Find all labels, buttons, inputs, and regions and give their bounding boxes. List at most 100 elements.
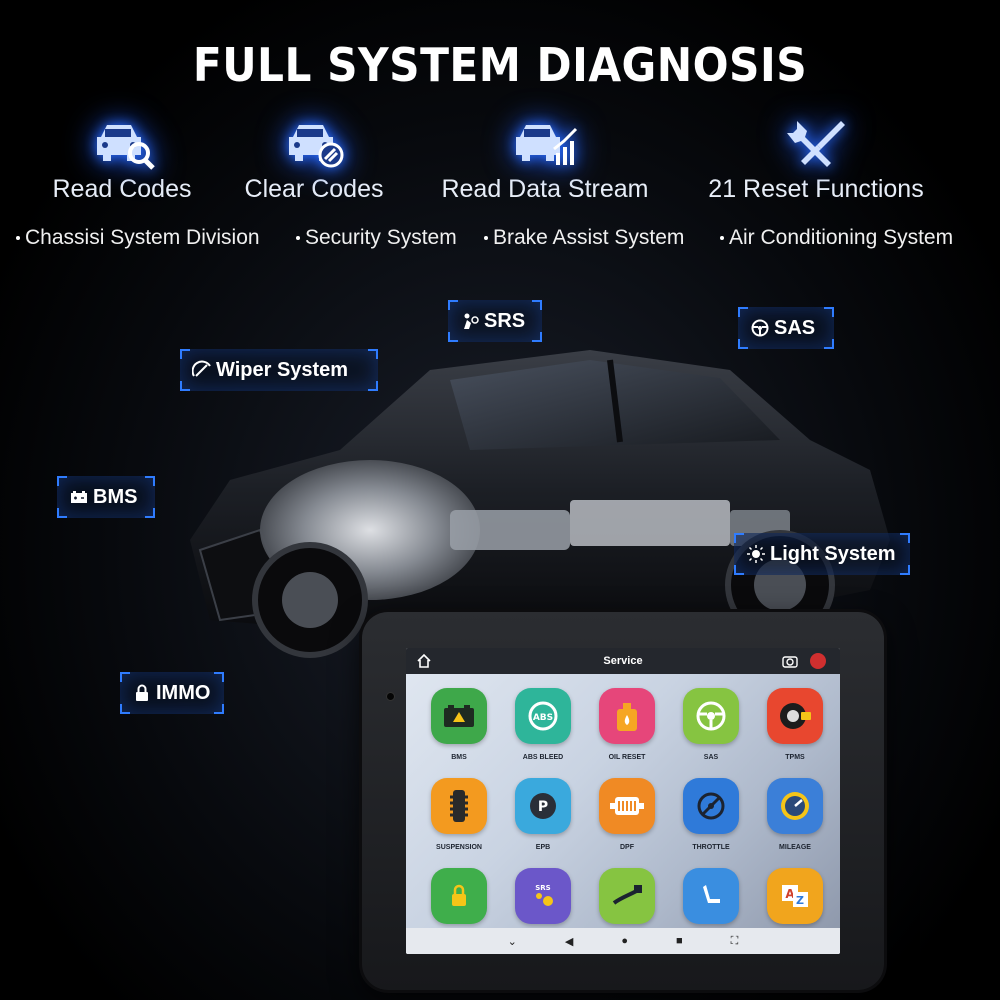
app-label: EPB [535,844,551,851]
tag-label: SRS [484,309,526,332]
svg-text:SRS: SRS [535,884,550,892]
battery-icon [431,688,487,744]
abs-icon: ABS [515,688,571,744]
home-icon[interactable] [416,653,432,669]
airbag-icon [464,313,479,329]
feature-label: Read Data Stream [441,175,649,203]
tag-srs: SRS [448,300,542,342]
front-camera [386,692,395,701]
system-item: Air Conditioning System [720,226,953,250]
tablet-top-bar: Service [406,648,840,674]
vci-link-icon[interactable] [810,653,826,669]
feature-clear-codes: Clear Codes [240,115,388,204]
feature-label: 21 Reset Functions [708,175,924,203]
app-seat[interactable] [680,868,742,924]
app-label: THROTTLE [692,844,730,851]
svg-text:ABS: ABS [533,713,553,723]
svg-text:Z: Z [796,894,804,907]
screen-title: Service [603,655,643,667]
tire-icon [767,688,823,744]
system-label: Chassisi System Division [25,226,260,249]
feature-read-data-stream: Read Data Stream [432,115,658,204]
system-label: Air Conditioning System [729,226,954,249]
steering-wheel-icon [683,688,739,744]
feature-reset-functions: 21 Reset Functions [700,115,932,204]
app-fuel[interactable] [596,868,658,924]
tag-light-system: Light System [734,533,910,575]
dpf-filter-icon [599,778,655,834]
systems-list: Chassisi System Division Security System… [0,226,1000,256]
bullet-icon [484,236,488,241]
fuel-nozzle-icon [599,868,655,924]
feature-row: Read Codes Clear Codes Read Data Stream [0,115,1000,210]
app-label: TPMS [785,754,805,761]
svg-text:A: A [785,887,795,901]
app-label: DPF [620,844,634,851]
app-label: BMS [451,754,467,761]
system-item: Chassisi System Division [16,226,260,250]
tablet-screen: Service BMS ABS ABS BLEED OIL [406,648,840,954]
wrench-screwdriver-icon [787,121,845,167]
oil-can-icon [599,688,655,744]
app-srs[interactable]: SRS [512,868,574,924]
app-dpf[interactable]: DPF [596,778,658,851]
car-search-icon [97,125,155,170]
light-icon [747,545,765,563]
android-nav-bar: ⌄ ◀ ● ■ ⛶ [406,928,840,954]
back-icon[interactable]: ◀ [564,935,574,948]
app-sas[interactable]: SAS [680,688,742,761]
airbag-icon: SRS [515,868,571,924]
feature-read-codes: Read Codes [48,115,196,204]
app-suspension[interactable]: SUSPENSION [428,778,490,851]
suspension-icon [431,778,487,834]
app-label: OIL RESET [608,754,646,761]
app-wallpaper: BMS ABS ABS BLEED OIL RESET SAS [406,674,840,928]
tag-label: SAS [774,316,816,339]
app-oil-reset[interactable]: OIL RESET [596,688,658,761]
bullet-icon [296,236,300,241]
recents-icon[interactable]: ■ [675,935,683,947]
system-label: Brake Assist System [493,226,685,249]
tag-immo: IMMO [120,672,224,714]
car-chart-icon [516,125,578,165]
throttle-icon [683,778,739,834]
tag-label: IMMO [156,681,211,704]
screenshot-icon[interactable] [782,654,798,668]
app-throttle[interactable]: THROTTLE [680,778,742,851]
bullet-icon [16,236,20,241]
home-nav-icon[interactable]: ● [621,935,628,947]
svg-text:P: P [538,799,548,815]
feature-label: Read Codes [52,175,192,203]
app-label: MILEAGE [779,844,811,851]
system-label: Security System [305,226,457,249]
wiper-icon [192,360,211,377]
app-label: SUSPENSION [436,844,482,851]
system-item: Brake Assist System [484,226,684,250]
app-abs-bleed[interactable]: ABS ABS BLEED [512,688,574,761]
app-tpms[interactable]: TPMS [764,688,826,761]
odometer-icon [767,778,823,834]
tag-label: Wiper System [216,358,349,381]
steering-wheel-icon [751,319,769,337]
tag-sas: SAS [738,307,834,349]
screenshot-nav-icon[interactable]: ⛶ [730,934,739,947]
app-epb[interactable]: P EPB [512,778,574,851]
headline: FULL SYSTEM DIAGNOSIS [192,38,808,92]
app-label: ABS BLEED [522,754,564,761]
bullet-icon [720,236,724,241]
system-item: Security System [296,226,457,250]
app-mileage[interactable]: MILEAGE [764,778,826,851]
feature-label: Clear Codes [244,175,384,203]
app-immo-lock[interactable] [428,868,490,924]
lock-icon [136,684,148,701]
app-label: SAS [703,754,719,761]
tag-wiper-system: Wiper System [180,349,378,391]
collapse-icon[interactable]: ⌄ [507,935,517,948]
battery-icon [71,491,87,503]
app-bms[interactable]: BMS [428,688,490,761]
tag-label: BMS [93,485,138,508]
tag-bms: BMS [57,476,155,518]
